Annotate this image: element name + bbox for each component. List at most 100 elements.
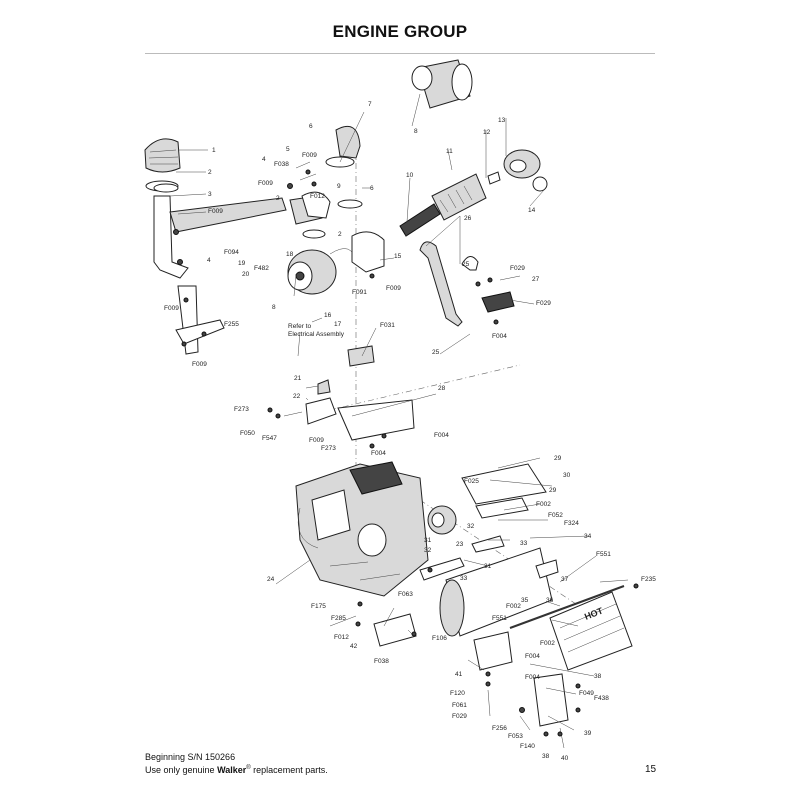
callout-label: 18 [286,251,294,258]
callout-label: F547 [262,435,277,442]
page-number: 15 [645,764,657,775]
hardware-fasteners [173,169,639,737]
callout-label: F009 [309,437,324,444]
callout-label: 15 [394,253,402,260]
note-line-2: Electrical Assembly [288,331,345,338]
callout-label: F091 [352,289,367,296]
callout-label: 39 [584,730,592,737]
genuine-parts-note: Use only genuine Walker® replacement par… [145,763,328,776]
callout-label: F012 [334,634,349,641]
callout-label: F255 [224,321,239,328]
electrical-assembly-note: Refer to Electrical Assembly [288,323,345,338]
callout-label: 26 [464,215,472,222]
callout-label: 25 [432,349,440,356]
mount-plate-part [305,397,337,425]
callout-label: 23 [456,541,464,548]
callout-label: 30 [563,472,571,479]
bumper-part [317,379,331,395]
callout-label: 38 [542,753,550,760]
callout-leader-lines [169,93,629,749]
callout-label: 4 [207,257,211,264]
guard-bracket-part [533,673,569,727]
callout-label: F012 [310,193,325,200]
callout-label: 33 [460,575,468,582]
callout-label: 29 [549,487,557,494]
callout-label: F009 [386,285,401,292]
filter-element-part [399,173,487,237]
callout-label: F009 [302,152,317,159]
engine-plate-part [337,399,415,441]
air-cleaner-housing-part [411,59,473,109]
callout-label: 36 [546,597,554,604]
callout-label: 27 [532,276,540,283]
callout-label: 32 [467,523,475,530]
callout-label: 37 [561,576,569,583]
registered-mark: ® [246,765,251,771]
callout-label: F031 [380,322,395,329]
air-cleaner-cap-part [144,138,181,192]
gasket-part [475,497,529,519]
callout-label: F004 [492,333,507,340]
engine-bracket-part [373,613,417,647]
pre-cleaner-part [487,149,548,192]
callout-label: 31 [484,563,492,570]
callout-label: 9 [337,183,341,190]
callout-label: 10 [406,172,414,179]
callout-label: 34 [584,533,592,540]
callout-label: F025 [464,478,479,485]
exhaust-pipe-part [471,535,505,553]
page-footer: Beginning S/N 150266 Use only genuine Wa… [145,752,328,776]
vent-hose-part [419,241,463,327]
callout-label: F029 [536,300,551,307]
callout-label: 12 [483,129,491,136]
callout-label: F004 [525,653,540,660]
callout-label: 42 [350,643,358,650]
muffler-part [439,547,559,637]
genuine-parts-prefix: Use only genuine [145,765,218,775]
exhaust-pipe-part [419,557,465,581]
muffler-guard-part: HOT [549,591,633,671]
callout-label: F050 [240,430,255,437]
callout-label: F038 [374,658,389,665]
heat-shield-part [461,463,547,505]
callout-label: 4 [262,156,266,163]
callout-label: 28 [438,385,446,392]
callout-label: 24 [267,576,275,583]
callout-label: F551 [596,551,611,558]
callout-label: 32 [424,547,432,554]
callout-label: 21 [294,375,302,382]
callout-label: 11 [446,148,453,155]
callout-label: F009 [192,361,207,368]
callout-label: 6 [309,123,313,130]
callout-label: F256 [492,725,507,732]
callout-label: 7 [368,101,372,108]
callout-label: F273 [321,445,336,452]
callout-label: 5 [286,146,290,153]
callout-label: F009 [208,208,223,215]
blower-assembly-part [287,248,357,295]
hose-clamp-part [153,156,363,239]
callout-label: F038 [274,161,289,168]
assembly-centerline [329,364,521,411]
callout-label: 16 [324,312,332,319]
electrical-bracket-part [347,345,375,367]
hose-elbow-part [289,126,361,225]
genuine-parts-suffix: replacement parts. [250,765,328,775]
serial-number-note: Beginning S/N 150266 [145,752,236,762]
callout-label: F002 [536,501,551,508]
callout-label: 8 [414,128,418,135]
callout-label: 35 [521,597,529,604]
callout-label: 20 [242,271,250,278]
callout-label: 31 [424,537,432,544]
callout-label: F551 [492,615,507,622]
callout-label: F002 [540,640,555,647]
callout-label: F061 [452,702,467,709]
callout-label: 14 [528,207,536,214]
callout-label: 13 [498,117,506,124]
page-title: ENGINE GROUP [332,22,468,41]
vent-hose-part [461,256,479,271]
callout-label: F482 [254,265,269,272]
callout-label: F285 [331,615,346,622]
callout-label: 8 [272,304,276,311]
